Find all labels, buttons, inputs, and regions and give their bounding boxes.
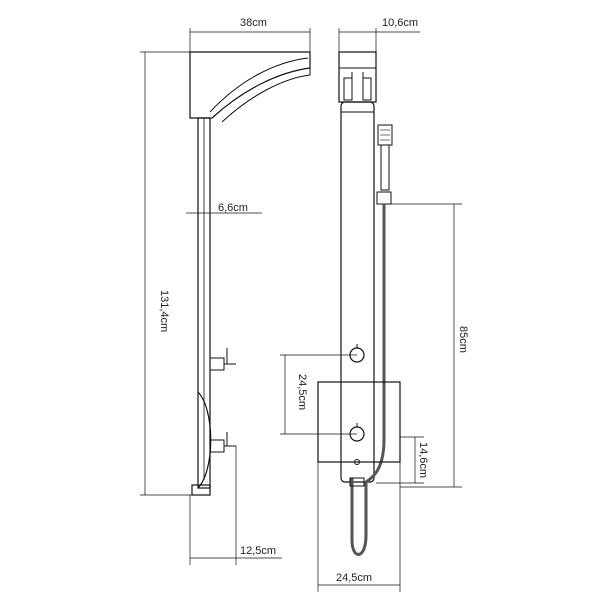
side-valve-lower <box>209 432 236 453</box>
dim-10-6cm: 10,6cm <box>382 17 418 29</box>
side-base-curve <box>197 391 212 489</box>
shower-hose <box>350 204 386 556</box>
side-valve-upper <box>209 348 236 371</box>
front-view: 10,6cm 85cm 24,5cm 14,6cm 24,5cm <box>280 17 469 592</box>
front-panel-column <box>340 101 375 483</box>
dim-85cm: 85cm <box>457 326 469 353</box>
dim-6-6cm: 6,6cm <box>218 202 248 214</box>
front-valve-box <box>317 381 401 463</box>
side-view: 38cm 131,4cm 6,6cm 12,5cm <box>140 17 311 565</box>
dim-24-5cm-vertical: 24,5cm <box>296 374 308 410</box>
dim-12-5cm: 12,5cm <box>240 545 276 557</box>
side-shower-head-inner <box>209 57 309 113</box>
dim-14-6cm: 14,6cm <box>417 442 429 478</box>
dim-38cm: 38cm <box>240 17 267 29</box>
hand-shower <box>376 124 393 205</box>
side-shower-head <box>189 51 311 119</box>
front-shower-head <box>338 51 377 103</box>
side-base-foot <box>191 484 211 496</box>
dim-24-5cm-horizontal: 24,5cm <box>336 572 372 584</box>
dim-131-4cm: 131,4cm <box>158 290 170 332</box>
